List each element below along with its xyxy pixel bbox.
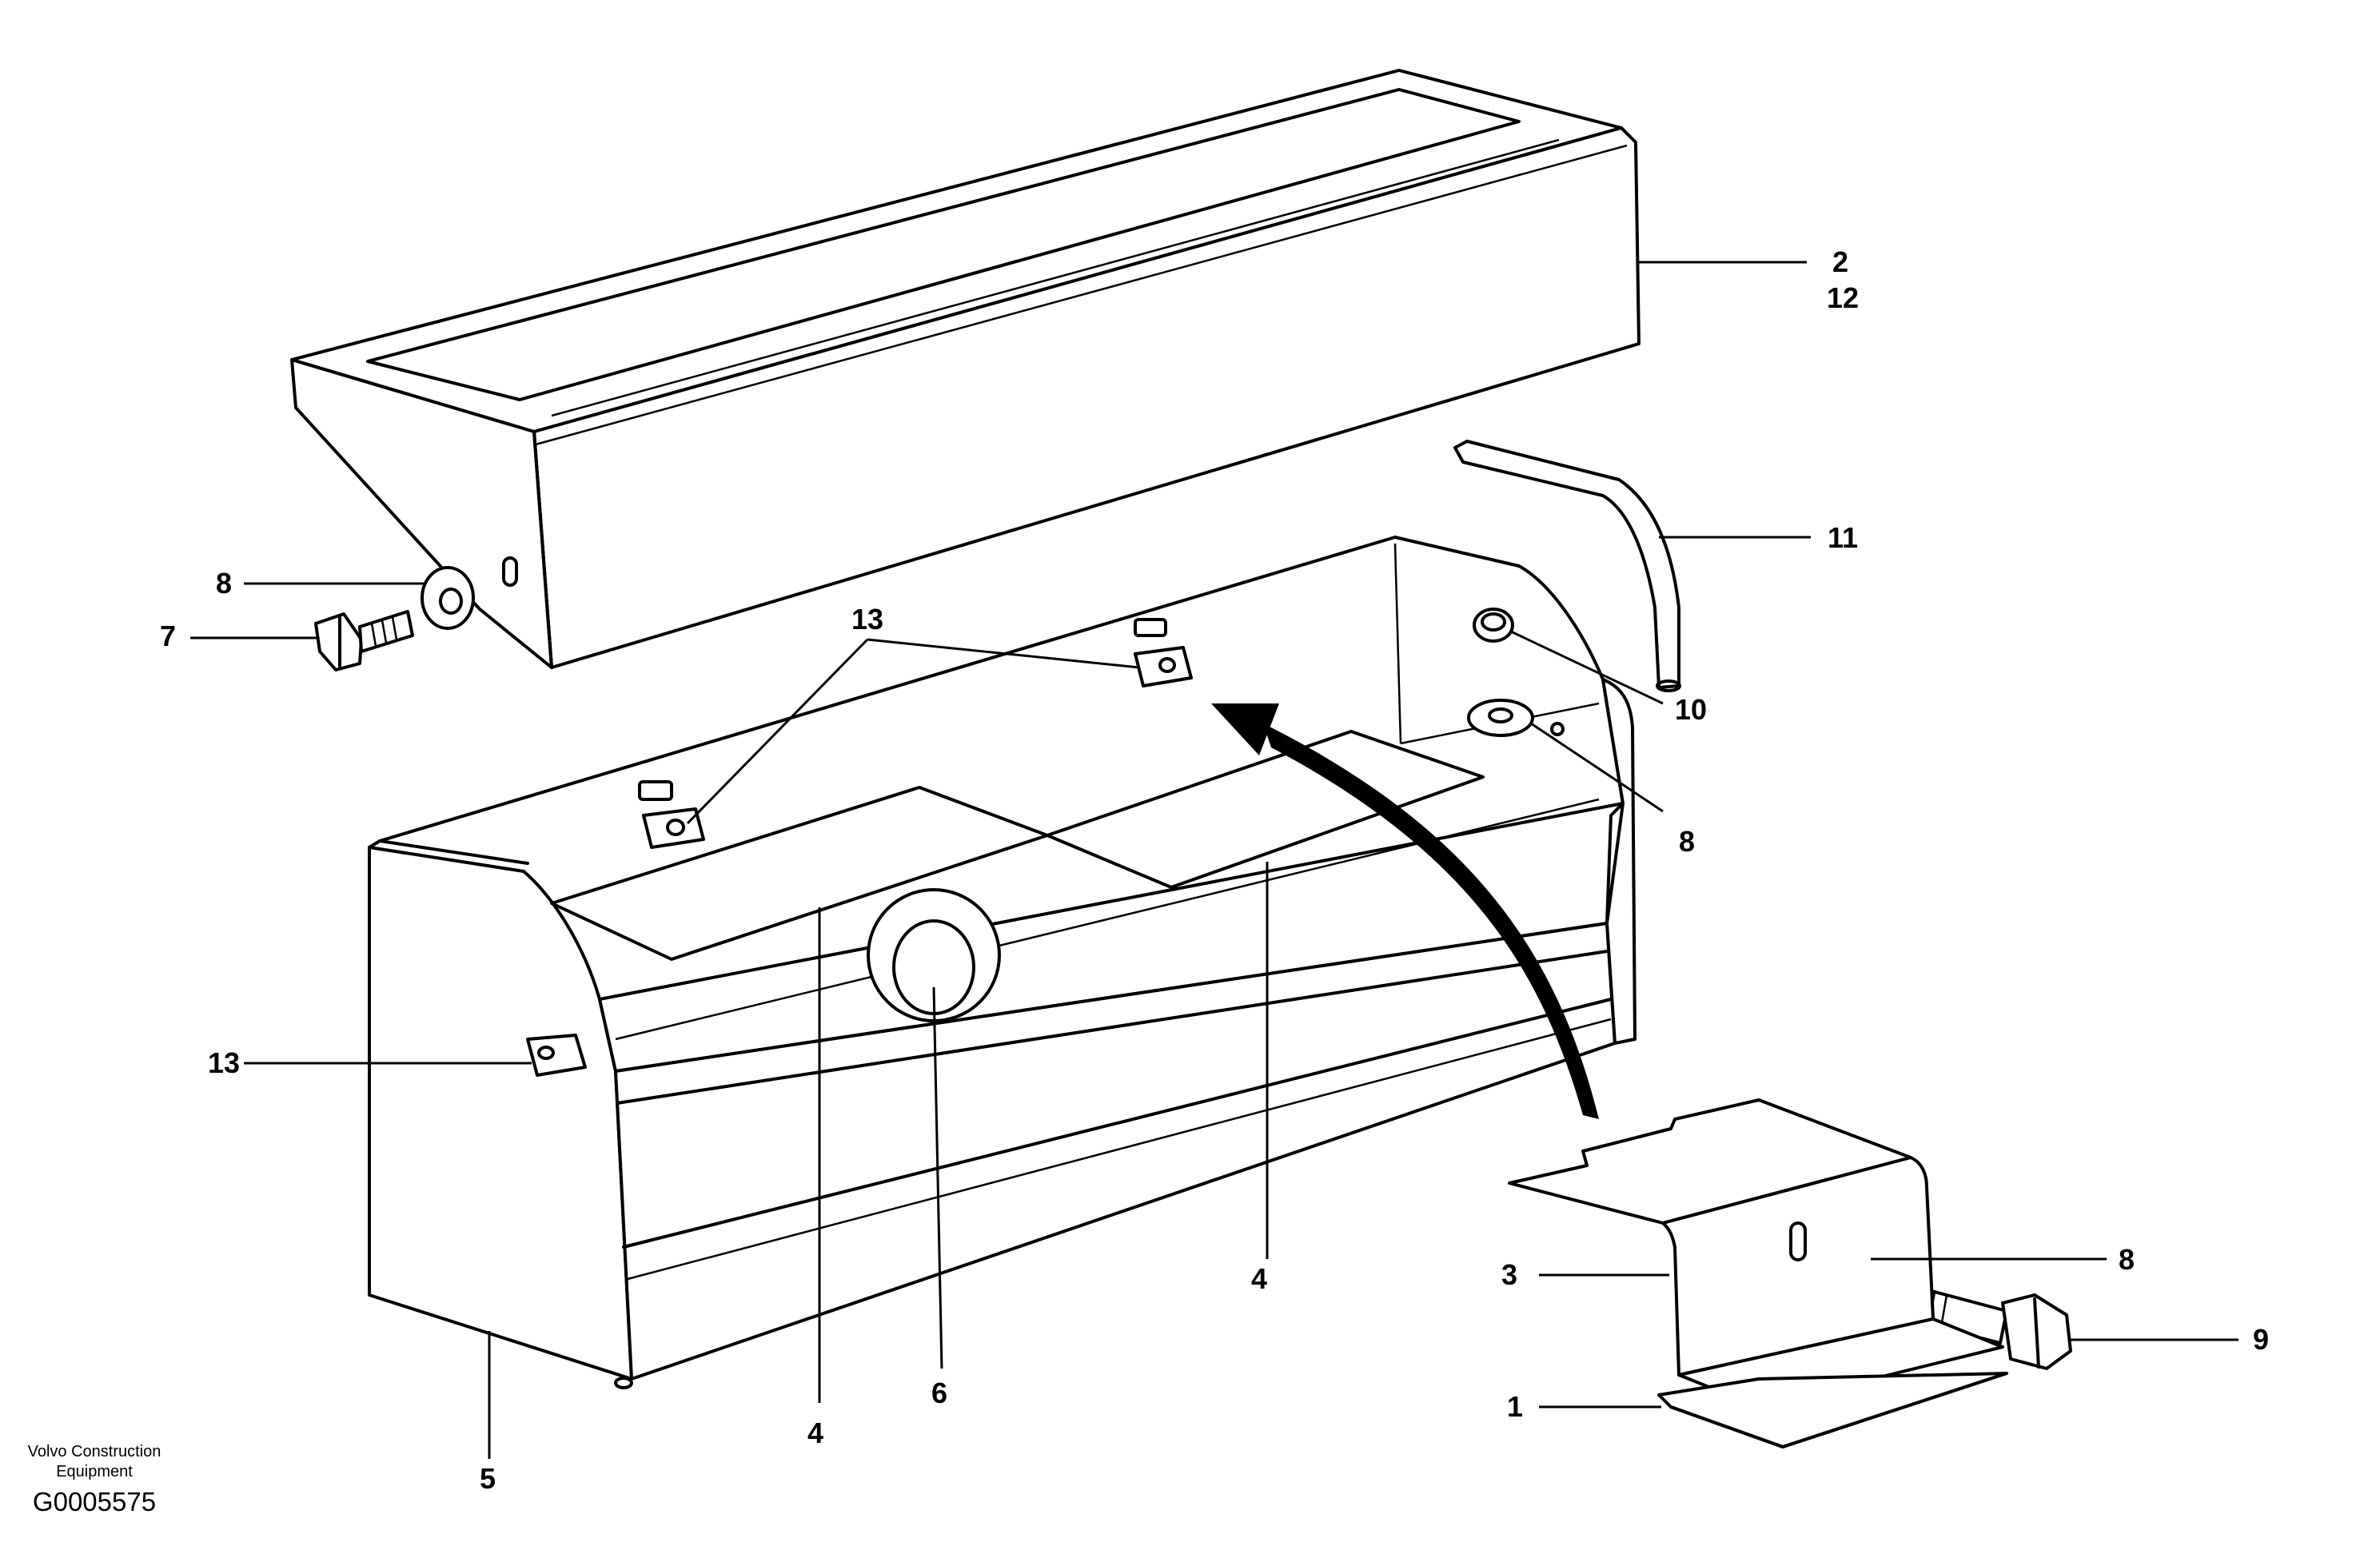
company-name-line2: Equipment (56, 1463, 133, 1480)
assembly-arrow (1211, 703, 1599, 1119)
callout-5: 5 (480, 1462, 496, 1495)
slot-nut-left-side (526, 1034, 587, 1077)
callout-10: 10 (1675, 693, 1707, 726)
callout-13: 13 (208, 1046, 240, 1079)
company-name-line1: Volvo Construction (28, 1443, 161, 1460)
callout-8: 8 (1679, 825, 1695, 858)
grommet-part (867, 888, 1001, 1022)
slot-nut-top-middle (1134, 618, 1193, 687)
bolt-left (314, 610, 414, 671)
callout-7: 7 (160, 620, 176, 652)
drawing-code: G0005575 (33, 1487, 156, 1516)
pad-right (1046, 730, 1485, 889)
washer-right-box (1467, 699, 1565, 737)
handle-part (1453, 440, 1681, 692)
callout-12: 12 (1827, 281, 1859, 314)
box-part (368, 536, 1636, 1389)
callout-8: 8 (2119, 1243, 2135, 1276)
plate-part (1657, 1372, 2008, 1448)
callout-2: 2 (1832, 245, 1848, 278)
leader-lines (190, 261, 2238, 1459)
callout-13: 13 (851, 603, 883, 636)
callout-4: 4 (1251, 1262, 1267, 1295)
callout-4: 4 (807, 1417, 823, 1449)
callout-8: 8 (216, 567, 232, 600)
callout-3: 3 (1501, 1258, 1517, 1291)
nut-part (1473, 608, 1514, 643)
washer-left-lid (421, 566, 475, 630)
callout-9: 9 (2253, 1323, 2269, 1356)
slot-nut-top-left (638, 780, 705, 849)
footer: Volvo Construction Equipment G0005575 (28, 1443, 161, 1516)
callout-11: 11 (1828, 521, 1858, 554)
bracket-part (1508, 1098, 2004, 1409)
callout-labels: 2 12 11 10 8 8 7 13 13 4 4 6 5 3 8 9 1 (160, 245, 2269, 1495)
lid-part (290, 69, 1640, 669)
callout-1: 1 (1507, 1390, 1523, 1423)
callout-6: 6 (931, 1377, 947, 1409)
